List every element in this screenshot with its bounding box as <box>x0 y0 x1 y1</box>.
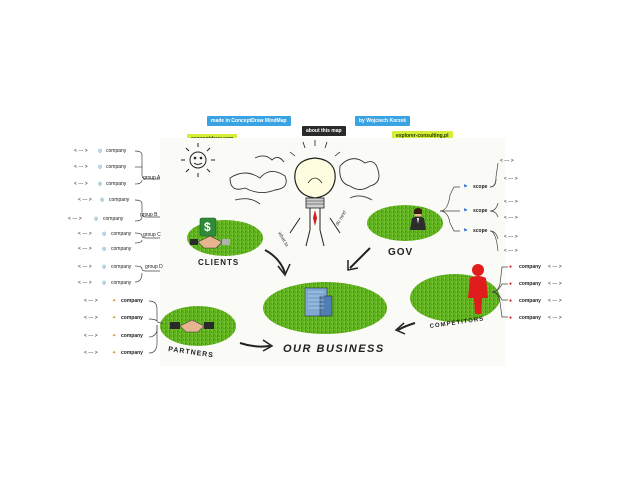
cloud-swirls <box>229 155 380 205</box>
link-arrow: < --- > <box>78 280 92 286</box>
handshake-icon-partners <box>170 319 214 333</box>
svg-text:$: $ <box>204 220 211 234</box>
competitor-icon: ● <box>509 315 513 321</box>
competitors-branch-lines <box>491 266 508 318</box>
handshake-icon-clients <box>190 235 230 249</box>
map-canvas: what to do next $ <box>160 138 505 366</box>
company-icon: ◎ <box>102 264 107 270</box>
company-label: company <box>519 298 541 304</box>
link-arrow: < --- > <box>78 246 92 252</box>
link-arrow: < --- > <box>84 333 98 339</box>
scope-link[interactable]: < --- > <box>504 248 518 254</box>
link-arrow: < --- > <box>78 231 92 237</box>
scope-link[interactable]: < --- > <box>504 215 518 221</box>
company-label: company <box>519 281 541 287</box>
competitor-icon: ● <box>509 298 513 304</box>
partners-label: PARTNERS <box>168 346 215 359</box>
group-d-label[interactable]: group D <box>145 264 163 270</box>
connector-arrows <box>239 247 416 352</box>
company-label: company <box>111 280 132 286</box>
competitor-icon: ● <box>509 264 513 270</box>
clients-branch-lines <box>134 150 160 283</box>
company-label: company <box>111 231 132 237</box>
sun-icon <box>181 143 215 177</box>
partners-branch-lines <box>148 300 164 354</box>
bulb-right-text: do next <box>335 209 349 227</box>
flag-icon: ⚑ <box>463 228 468 234</box>
scope-link[interactable]: < --- > <box>504 176 518 182</box>
link-arrow: < --- > <box>548 298 562 304</box>
dollar-icon: $ <box>199 217 217 237</box>
company-label: company <box>519 264 541 270</box>
partner-icon: ✦ <box>112 350 117 356</box>
link-arrow: < --- > <box>74 164 88 170</box>
office-building-icon <box>304 287 333 317</box>
scope-label: scope <box>473 208 488 214</box>
company-label: company <box>519 315 541 321</box>
company-icon: ◎ <box>100 197 105 203</box>
link-arrow: < --- > <box>74 181 88 187</box>
company-label: company <box>121 298 143 304</box>
competitor-icon: ● <box>509 281 513 287</box>
scope-label: scope <box>473 184 488 190</box>
gov-island <box>367 205 443 241</box>
flag-icon: ⚑ <box>463 208 468 214</box>
link-arrow: < --- > <box>84 315 98 321</box>
company-label: company <box>111 264 132 270</box>
group-b-label[interactable]: group B <box>140 212 158 218</box>
link-arrow: < --- > <box>548 264 562 270</box>
group-c-label[interactable]: group C <box>143 232 161 238</box>
map-drawing: what to do next $ <box>160 140 500 359</box>
made-in-tag[interactable]: made in ConceptDraw MindMap <box>207 116 291 126</box>
scope-link[interactable]: < --- > <box>504 199 518 205</box>
company-icon: ◎ <box>98 164 103 170</box>
company-label: company <box>111 246 132 252</box>
company-label: company <box>106 164 127 170</box>
partner-icon: ✦ <box>112 315 117 321</box>
group-a-label[interactable]: group A <box>143 175 161 181</box>
bulb-left-text: what to <box>276 231 289 248</box>
company-icon: ◎ <box>102 280 107 286</box>
scope-label: scope <box>473 228 488 234</box>
company-label: company <box>106 181 127 187</box>
link-arrow: < --- > <box>548 281 562 287</box>
red-person-icon <box>468 264 488 314</box>
flag-icon: ⚑ <box>463 184 468 190</box>
company-icon: ◎ <box>102 231 107 237</box>
link-arrow: < --- > <box>84 350 98 356</box>
businesswoman-icon <box>410 208 426 230</box>
company-label: company <box>121 333 143 339</box>
company-icon: ◎ <box>98 148 103 154</box>
scope-link[interactable]: < --- > <box>504 234 518 240</box>
company-icon: ◎ <box>98 181 103 187</box>
gov-label: GOV <box>388 247 413 258</box>
clients-label: CLIENTS <box>198 258 239 267</box>
author-tag[interactable]: by Wojciech Korzek <box>355 116 411 126</box>
partner-icon: ✦ <box>112 298 117 304</box>
company-label: company <box>121 315 143 321</box>
partner-icon: ✦ <box>112 333 117 339</box>
about-map-tag[interactable]: about this map <box>302 126 346 136</box>
link-arrow: < --- > <box>68 216 82 222</box>
link-arrow: < --- > <box>78 197 92 203</box>
link-arrow: < --- > <box>78 264 92 270</box>
explorer-consulting-link[interactable]: explorer-consulting.pl <box>392 131 453 141</box>
link-arrow: < --- > <box>548 315 562 321</box>
company-icon: ◎ <box>94 216 99 222</box>
company-label: company <box>121 350 143 356</box>
lightbulb-icon <box>289 140 341 247</box>
scope-link[interactable]: < --- > <box>500 158 514 164</box>
link-arrow: < --- > <box>84 298 98 304</box>
company-label: company <box>109 197 130 203</box>
company-label: company <box>106 148 127 154</box>
center-label: OUR BUSINESS <box>283 343 385 355</box>
gov-branch-lines <box>440 162 499 252</box>
company-icon: ◎ <box>102 246 107 252</box>
link-arrow: < --- > <box>74 148 88 154</box>
clients-island <box>187 220 263 256</box>
company-label: company <box>103 216 124 222</box>
